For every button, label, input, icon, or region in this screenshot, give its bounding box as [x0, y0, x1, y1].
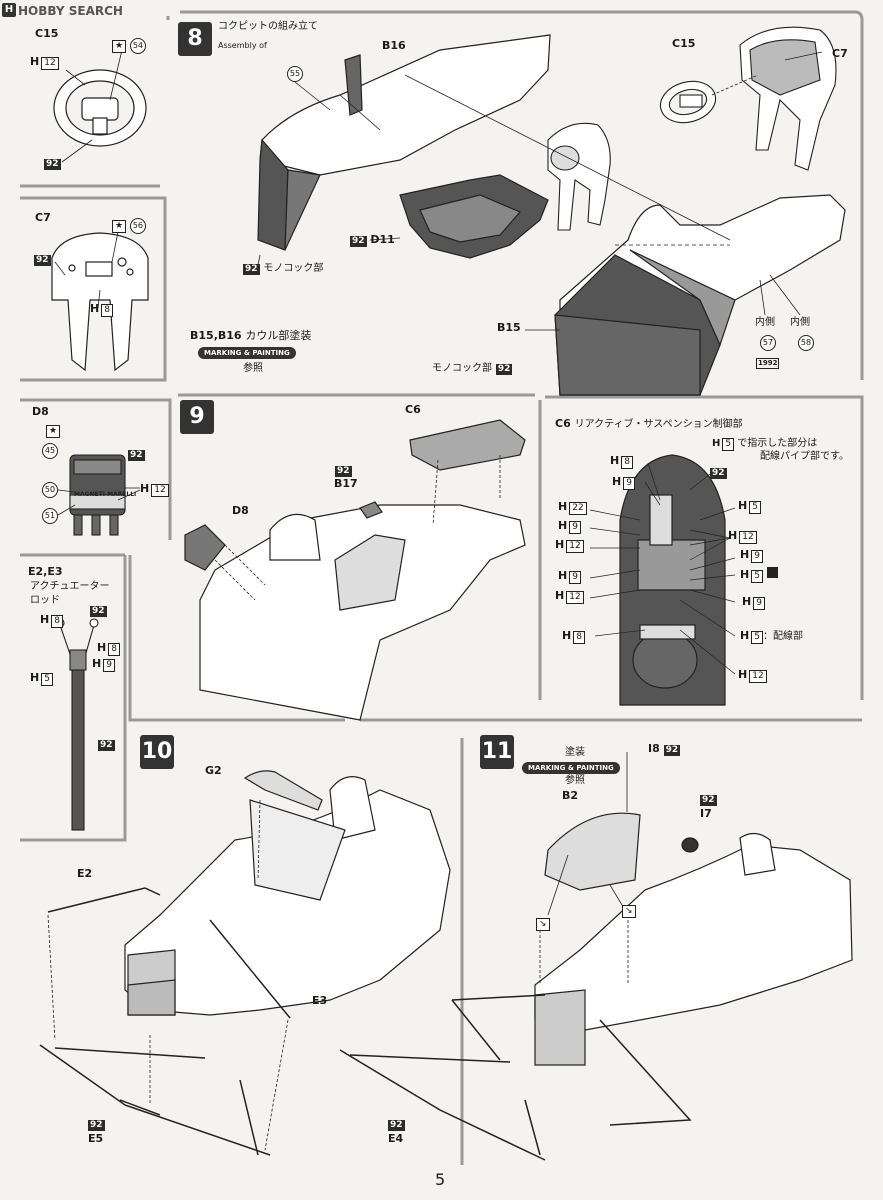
d8-brand-text: MAGNETI MARELLI [74, 491, 137, 498]
step-8-number: 8 [178, 22, 212, 56]
g2-label: G2 [205, 764, 222, 777]
i7-black-badge: 92 [700, 795, 717, 806]
decal-50-callout: 50 [42, 482, 58, 498]
b2-label: B2 [562, 789, 579, 802]
c7-label: C7 [35, 211, 51, 224]
i7-label: I7 [700, 807, 712, 820]
c6-label: C6 [405, 403, 421, 416]
e2e3-black-badge: 92 [90, 606, 107, 617]
decal-51-callout: 51 [42, 508, 58, 524]
e5-label: E5 [88, 1132, 104, 1145]
black-square-icon [766, 567, 778, 578]
inner-label-1: 内側 [755, 317, 775, 328]
e2-label: E2 [77, 867, 93, 880]
b17-label: B17 [334, 477, 358, 490]
e4-label: E4 [388, 1132, 404, 1145]
c7-black-badge: 92 [34, 255, 51, 266]
marking-painting-badge-11: MARKING & PAINTING [522, 762, 620, 774]
step8-ref: 参照 [243, 363, 263, 374]
step-8-title-en: Assembly of [218, 41, 267, 50]
c15-label: C15 [35, 27, 59, 40]
step-10-number: 10 [140, 735, 174, 769]
monocoque2-label: モノコック部 92 [432, 363, 513, 375]
cowl-paint-note: B15,B16 カウル部塗装 [190, 329, 312, 342]
page-number: 5 [435, 1170, 446, 1189]
part-55-callout: 55 [287, 66, 303, 82]
step-9-number: 9 [180, 400, 214, 434]
c6-note-2: 配線パイプ部です。 [760, 451, 849, 462]
d8-label: D8 [32, 405, 49, 418]
c15-black-badge: 92 [44, 159, 61, 170]
b17-black-badge: 92 [335, 466, 352, 477]
step-8-title-jp: コクピットの組み立て [218, 21, 318, 32]
c6-detail-title: C6 リアクティブ・サスペンション制御部 [555, 417, 743, 430]
e2e3-black-badge-2: 92 [98, 740, 115, 751]
decal-year-label: 1992 [756, 358, 780, 369]
e3-label: E3 [312, 994, 328, 1007]
c6-black-badge: 92 [710, 468, 727, 479]
decal-58-callout: 58 [798, 335, 814, 351]
hobby-search-logo-icon: H [2, 3, 16, 17]
star-icon: ★ [112, 40, 127, 53]
step11-ref: 参照 [565, 775, 585, 786]
d11-label: 92 D11 [350, 233, 395, 247]
monocoque-label: 92 モノコック部 [243, 263, 324, 275]
step11-paint-jp: 塗装 [565, 747, 585, 758]
decal-57-callout: 57 [760, 335, 776, 351]
star-icon: ★ [46, 425, 61, 438]
e2e3-jp-1: アクチュエーター [30, 581, 110, 592]
site-logo-text: HOBBY SEARCH [18, 4, 123, 18]
arrow-box-icon-left: ↘ [534, 918, 550, 931]
step8-c15-label: C15 [672, 37, 696, 50]
star-box-d8: ★ [44, 424, 61, 438]
b15-label: B15 [497, 321, 521, 334]
d8-black-badge: 92 [128, 450, 145, 461]
marking-painting-badge-8: MARKING & PAINTING [198, 347, 296, 359]
b16-label: B16 [382, 39, 406, 52]
i8-label: I8 92 [648, 742, 681, 756]
arrow-box-icon-right: ↘ [620, 905, 636, 918]
e5-black-badge: 92 [88, 1120, 105, 1131]
star-icon: ★ [112, 220, 127, 233]
step8-c7-label: C7 [832, 47, 848, 60]
decal-45-callout: 45 [42, 443, 58, 459]
d8-step9-label: D8 [232, 504, 249, 517]
step-11-number: 11 [480, 735, 514, 769]
e4-black-badge: 92 [388, 1120, 405, 1131]
inner-label-2: 内側 [790, 317, 810, 328]
c15-paint-callout: ★ 54 [110, 38, 146, 54]
e2e3-jp-2: ロッド [30, 595, 60, 606]
c7-paint-callout: ★ 56 [110, 218, 146, 234]
e2e3-label: E2,E3 [28, 565, 63, 578]
